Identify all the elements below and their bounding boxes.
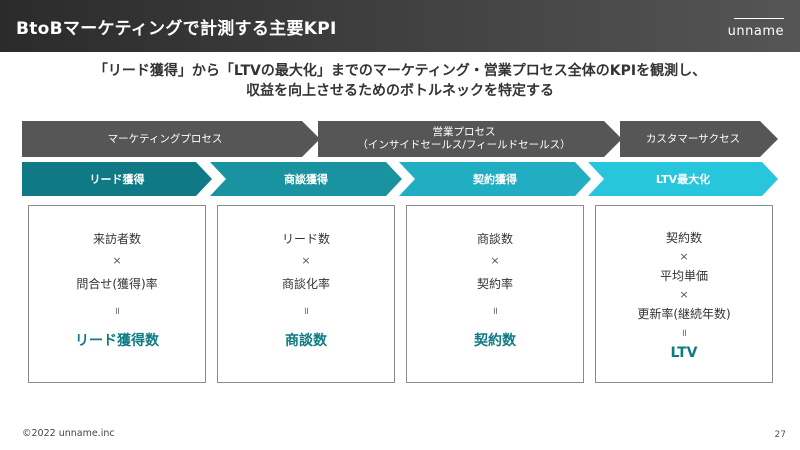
- kpi-factor: 商談数: [476, 232, 513, 246]
- brand-logo: unname: [714, 18, 784, 40]
- kpi-card-contracts: 商談数 × 契約率 ॥ 契約数: [406, 205, 584, 383]
- multiply-sign: ×: [301, 254, 311, 267]
- brand-overline: [734, 18, 784, 19]
- kpi-card-deals: リード数 × 商談化率 ॥ 商談数: [217, 205, 395, 383]
- kpi-factor: 来訪者数: [92, 232, 141, 246]
- process-sales-label: 営業プロセス: [432, 126, 496, 138]
- kpi-result: 商談数: [285, 333, 327, 349]
- equals-sign: ॥: [114, 306, 120, 317]
- brand-name: unname: [727, 24, 784, 39]
- stage-contract-acquisition: 契約獲得: [399, 162, 591, 196]
- page-number: 27: [774, 430, 786, 440]
- subtitle-line-2: 収益を向上させるためのボトルネックを特定する: [246, 83, 554, 99]
- process-sales-sublabel: （インサイドセールス/フィールドセールス）: [357, 139, 571, 151]
- stage-row: リード獲得 商談獲得 契約獲得 LTV最大化: [0, 162, 800, 196]
- stage-ltv-maximization: LTV最大化: [588, 162, 778, 196]
- kpi-factor: 契約数: [665, 231, 702, 245]
- stage-deal-acquisition: 商談獲得: [210, 162, 402, 196]
- multiply-sign: ×: [679, 250, 689, 263]
- copyright: ©2022 unname.inc: [22, 428, 115, 439]
- multiply-sign: ×: [490, 254, 500, 267]
- process-sales: 営業プロセス （インサイドセールス/フィールドセールス）: [318, 121, 622, 157]
- stage-lead-acquisition: リード獲得: [22, 162, 212, 196]
- kpi-factor: 平均単価: [659, 269, 708, 283]
- kpi-factor: 契約率: [476, 277, 513, 291]
- process-marketing: マーケティングプロセス: [22, 121, 320, 157]
- subtitle-line-1: 「リード獲得」から「LTVの最大化」までのマーケティング・営業プロセス全体のKP…: [93, 63, 707, 79]
- process-row: マーケティングプロセス 営業プロセス （インサイドセールス/フィールドセールス）…: [0, 121, 800, 157]
- equals-sign: ॥: [681, 328, 687, 339]
- subtitle: 「リード獲得」から「LTVの最大化」までのマーケティング・営業プロセス全体のKP…: [0, 61, 800, 101]
- equals-sign: ॥: [303, 306, 309, 317]
- kpi-factor: 更新率(継続年数): [637, 307, 731, 321]
- kpi-result: LTV: [670, 345, 698, 361]
- header-bar: BtoBマーケティングで計測する主要KPI unname: [0, 0, 800, 52]
- kpi-card-ltv: 契約数 × 平均単価 × 更新率(継続年数) ॥ LTV: [595, 205, 773, 383]
- kpi-factor: リード数: [281, 232, 330, 246]
- multiply-sign: ×: [679, 288, 689, 301]
- process-customer-success-label: カスタマーサクセス: [645, 132, 741, 145]
- kpi-result: リード獲得数: [75, 333, 159, 349]
- process-customer-success: カスタマーサクセス: [620, 121, 778, 157]
- equals-sign: ॥: [492, 306, 498, 317]
- kpi-factor: 商談化率: [281, 277, 330, 291]
- multiply-sign: ×: [112, 254, 122, 267]
- page-title: BtoBマーケティングで計測する主要KPI: [16, 19, 337, 39]
- kpi-factor: 問合せ(獲得)率: [76, 277, 158, 291]
- process-marketing-label: マーケティングプロセス: [107, 132, 223, 145]
- kpi-card-lead: 来訪者数 × 問合せ(獲得)率 ॥ リード獲得数: [28, 205, 206, 383]
- kpi-result: 契約数: [474, 333, 516, 349]
